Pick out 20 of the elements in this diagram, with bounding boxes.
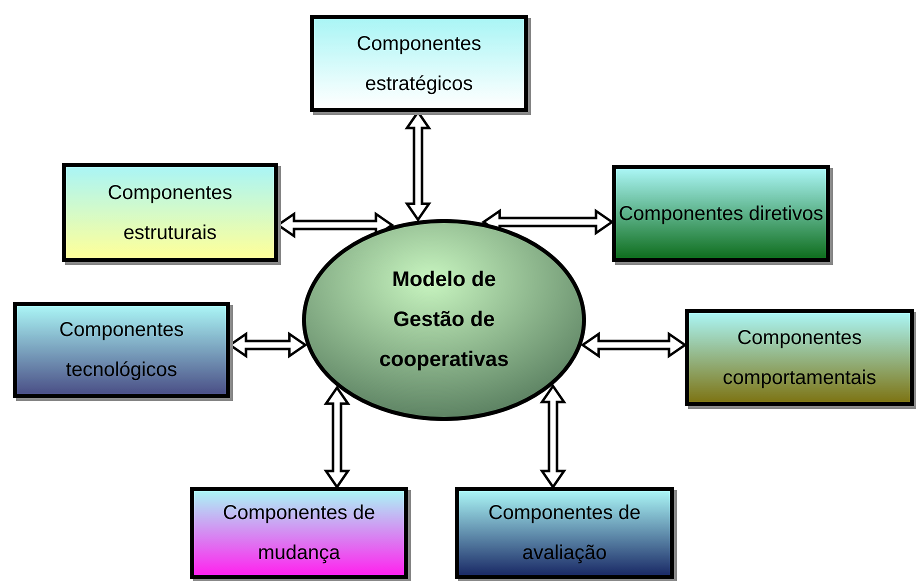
double-arrow <box>324 385 350 490</box>
component-box <box>310 15 528 112</box>
component-box <box>62 163 278 262</box>
component-label: Componentes estratégicos <box>356 32 482 96</box>
component-label: Componentes de avaliação <box>487 501 642 566</box>
center-ellipse <box>301 218 587 422</box>
component-label: Componentes estruturais <box>106 180 234 246</box>
component-label: Componentes diretivos <box>618 202 824 226</box>
component-label: Componentes tecnológicos <box>58 318 185 383</box>
model-title: Modelo de Gestão de cooperativas <box>378 267 510 373</box>
component-box <box>13 302 230 398</box>
component-box <box>455 487 674 579</box>
component-label: Componentes comportamentais <box>722 326 878 390</box>
double-arrow <box>580 332 688 358</box>
component-box <box>190 487 408 579</box>
component-label: Componentes de mudança <box>222 501 376 566</box>
component-box <box>685 309 914 406</box>
component-box <box>612 165 830 262</box>
double-arrow <box>481 208 614 236</box>
double-arrow <box>540 384 566 490</box>
